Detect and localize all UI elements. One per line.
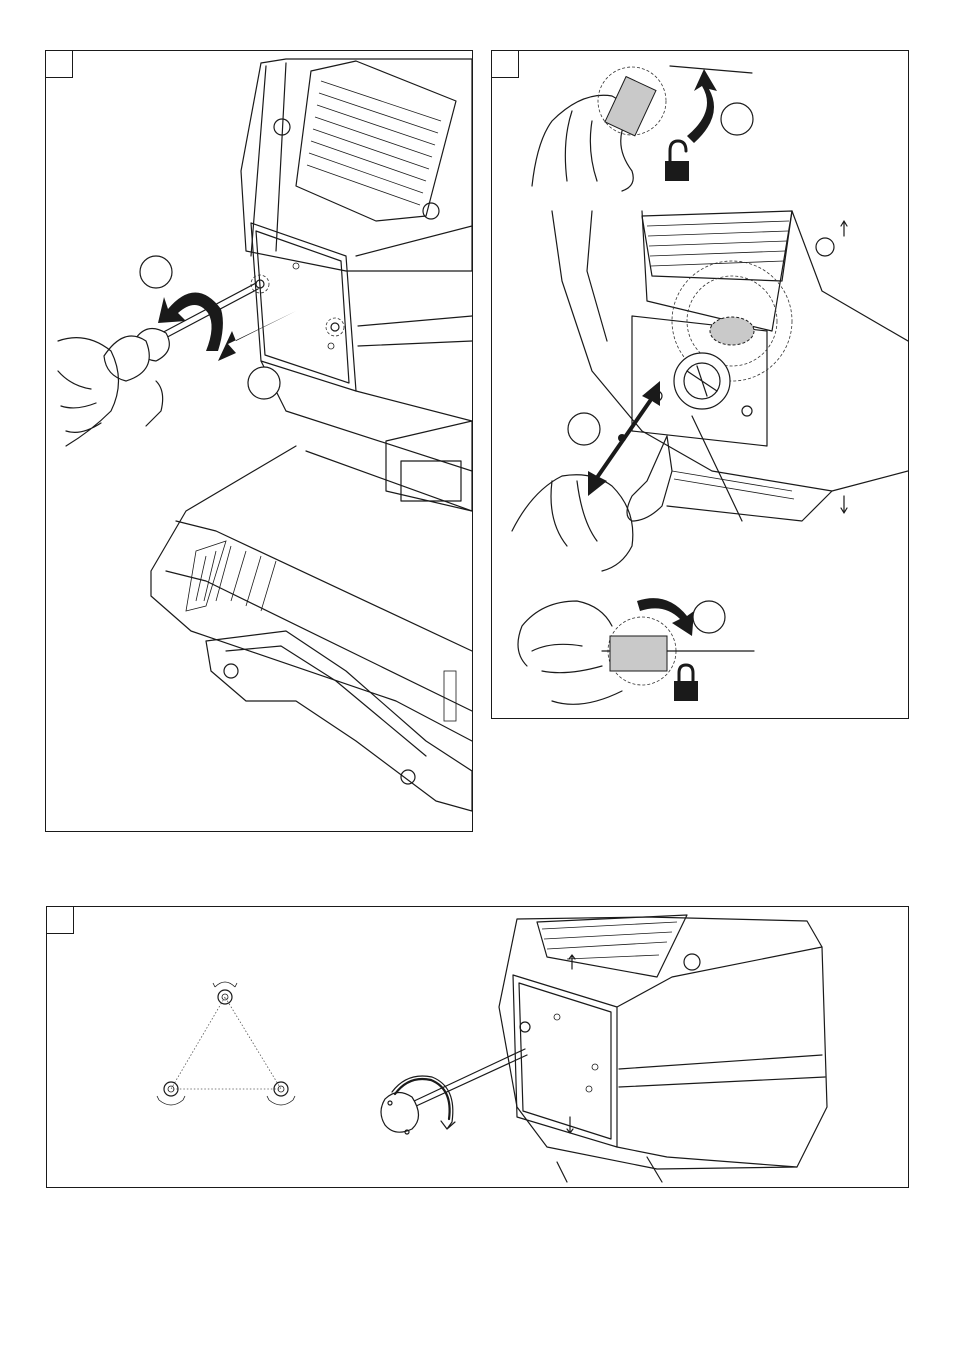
- down-arrow-small: [841, 496, 847, 513]
- cover-screw-2: [326, 318, 344, 336]
- callout-circle-4: [568, 413, 600, 445]
- illustration-panel-a: [45, 50, 473, 832]
- illustration-panel-b: [491, 50, 909, 719]
- illustration-panel-c: [46, 906, 909, 1188]
- adjustment-triangle-diagram: [157, 982, 295, 1105]
- vent-grille: [642, 211, 792, 281]
- panel-c-drawing: [47, 907, 908, 1187]
- base-handle: [206, 631, 472, 811]
- rotation-arrow-icon: [687, 69, 717, 143]
- front-cover-plate: [513, 975, 617, 1147]
- callout-circle-2: [248, 367, 280, 399]
- rotation-arrow-icon: [637, 598, 694, 636]
- screwdriver-icon: [627, 436, 672, 521]
- padlock-open-icon: [665, 141, 689, 181]
- padlock-closed-icon: [674, 665, 698, 701]
- panel-b-drawing: [492, 51, 908, 718]
- unlock-detail: [532, 66, 753, 191]
- callout-circle-1: [140, 256, 172, 288]
- front-cover-plate: [251, 223, 356, 391]
- rotation-arrow-icon: [213, 982, 237, 987]
- panel-a-drawing: [46, 51, 472, 831]
- fixture-head: [499, 915, 827, 1182]
- callout-circle-5: [693, 601, 725, 633]
- lock-detail: [518, 598, 754, 704]
- hand-icon: [518, 601, 622, 704]
- fixture-head: [241, 59, 472, 511]
- hand-icon: [512, 475, 633, 571]
- vent-grille: [537, 915, 687, 977]
- rotation-arrow-icon: [157, 1096, 185, 1105]
- callout-circle-3: [721, 103, 753, 135]
- base-vents: [186, 541, 276, 611]
- vent-grille: [296, 61, 456, 221]
- rotation-arrow-icon: [267, 1096, 295, 1105]
- up-arrow-small: [841, 221, 847, 236]
- t-handle-key-icon: [381, 1049, 527, 1134]
- lamp-socket-detail: [512, 211, 908, 571]
- push-arrow-icon: [218, 311, 296, 361]
- adjust-screw-left: [164, 1082, 178, 1096]
- adjust-screw-right: [274, 1082, 288, 1096]
- top-screw-right: [423, 203, 439, 219]
